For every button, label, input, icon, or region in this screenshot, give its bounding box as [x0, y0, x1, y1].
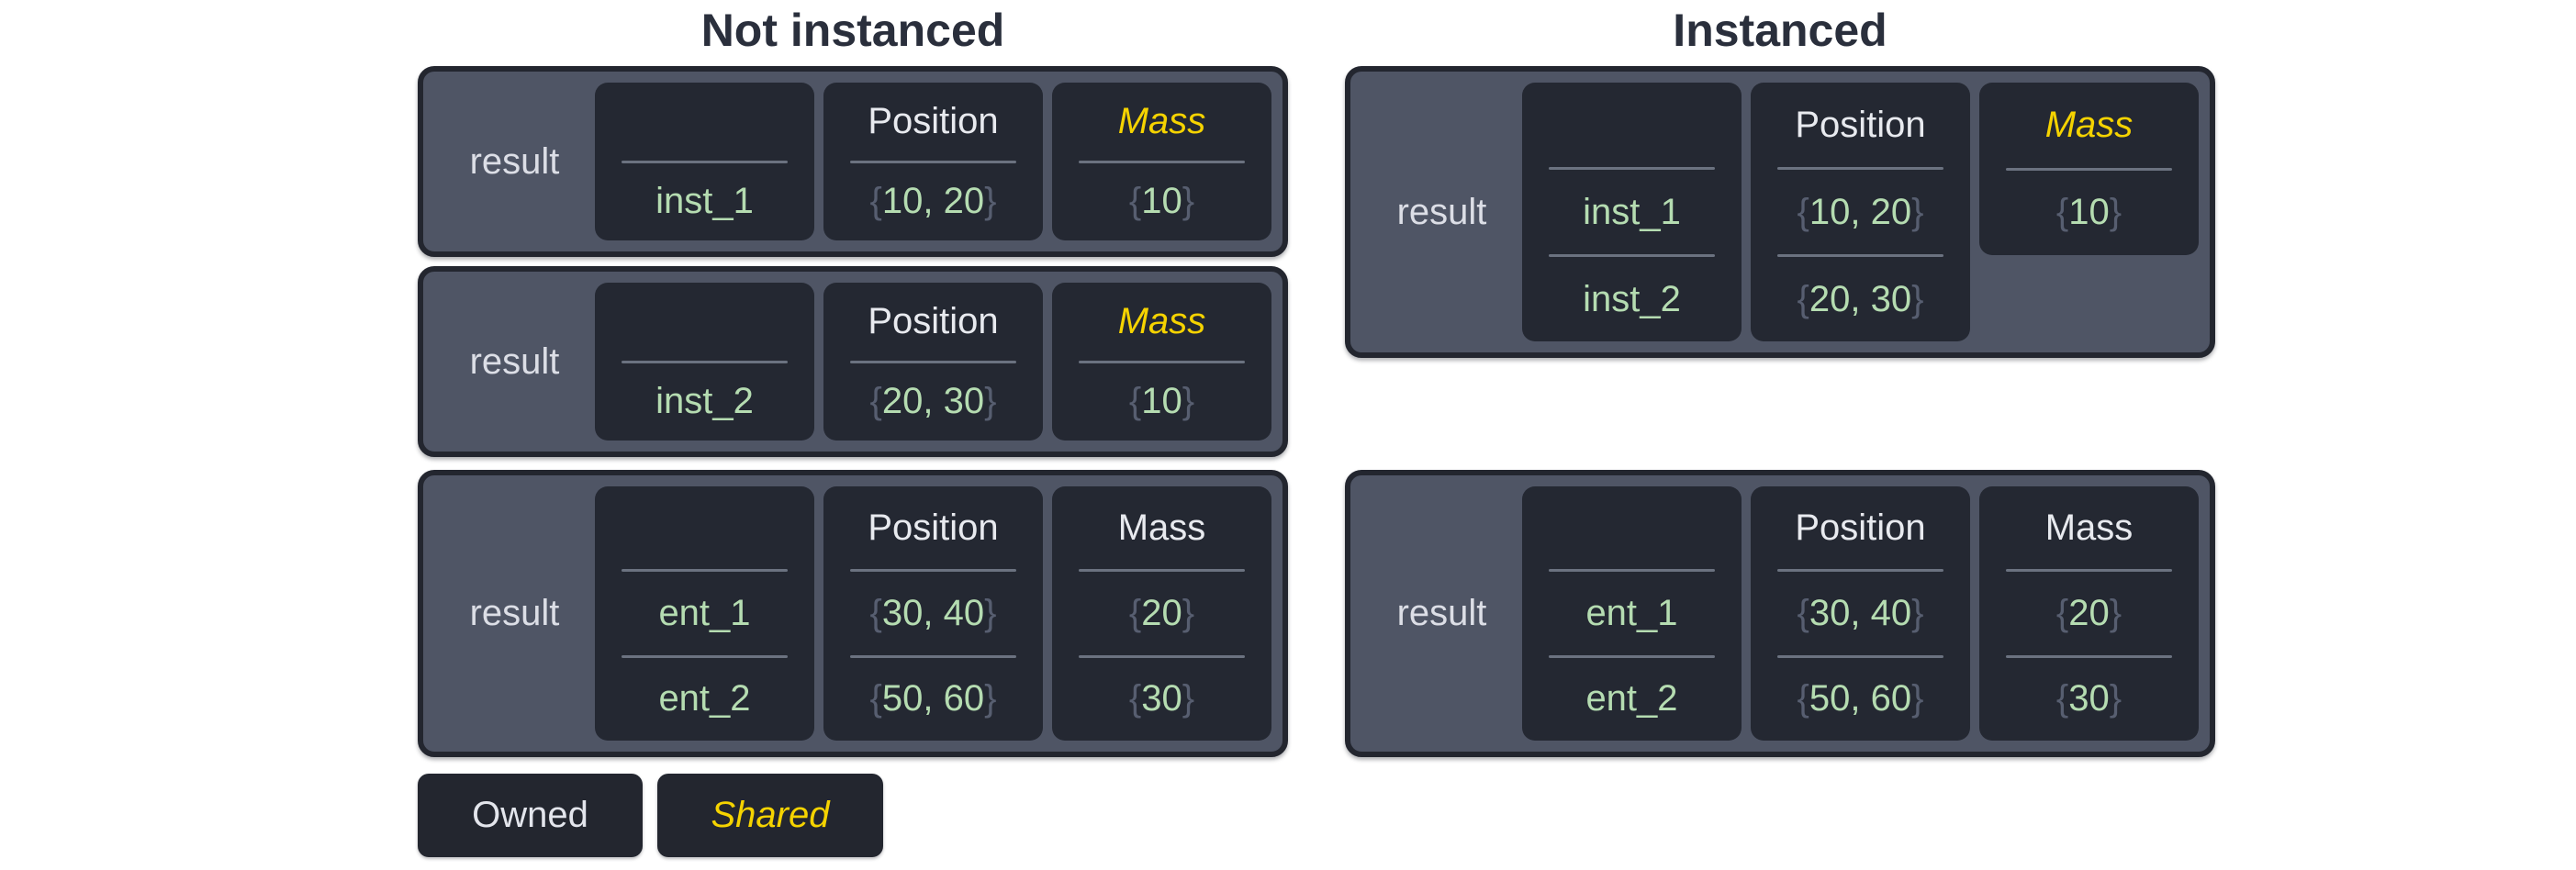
column-header [595, 486, 814, 569]
entity-id-column: ent_1 ent_2 [595, 486, 814, 741]
component-column-mass: Mass {10} [1052, 283, 1271, 441]
divider-line [1078, 569, 1246, 573]
column-header [595, 283, 814, 361]
column-header: Position [868, 300, 999, 341]
divider-line [1776, 167, 1944, 170]
divider-line [849, 654, 1017, 658]
column-header: Mass [2044, 507, 2134, 548]
cell-value: ent_1 [1585, 592, 1678, 633]
column-header: Position [868, 100, 999, 141]
component-column-position: Position {10, 20} {20, 30} [1751, 83, 1970, 341]
divider-line [2005, 654, 2173, 658]
cell-value: {10, 20} [869, 181, 997, 222]
section-title-not-instanced: Not instanced [700, 5, 1005, 56]
cell-value: {20, 30} [1797, 278, 1924, 319]
cell-value: {50, 60} [869, 678, 997, 719]
divider-line [621, 160, 789, 163]
divider-line [2005, 167, 2173, 171]
cell-value: {30} [2055, 678, 2122, 719]
cell-value: {20} [2055, 592, 2122, 633]
divider-line [1776, 569, 1944, 573]
divider-line [2005, 569, 2173, 573]
table-row-label: result [469, 140, 560, 182]
table-row-label: result [1396, 191, 1487, 232]
cell-value: {10} [1128, 381, 1195, 422]
entity-id-column: inst_2 [595, 283, 814, 441]
cell-value: ent_2 [1585, 678, 1678, 719]
cell-value: inst_2 [655, 381, 754, 422]
legend-chip-shared: Shared [657, 774, 883, 857]
result-table: result inst_1 inst_2 Position {10, 20} {20, 3… [1345, 66, 2215, 358]
column-header: Mass [1117, 300, 1206, 341]
column-header: Position [1795, 507, 1926, 548]
divider-line [1548, 167, 1716, 170]
cell-value: {30} [1128, 678, 1195, 719]
column-header [1522, 486, 1742, 569]
cell-value: {20, 30} [869, 381, 997, 422]
divider-line [1078, 654, 1246, 658]
divider-line [1078, 360, 1246, 363]
divider-line [621, 360, 789, 363]
divider-line [849, 360, 1017, 363]
column-header: Mass [2044, 104, 2134, 145]
cell-value: {10} [1128, 181, 1195, 222]
component-column-mass: Mass {10} [1052, 83, 1271, 240]
cell-value: {10} [2055, 192, 2122, 233]
divider-line [621, 654, 789, 658]
component-column-position: Position {30, 40} {50, 60} [1751, 486, 1970, 741]
divider-line [849, 569, 1017, 573]
column-header [1522, 83, 1742, 167]
cell-value: inst_2 [1583, 278, 1681, 319]
table-columns: inst_2 Position {20, 30} Mass {10} [595, 283, 1271, 441]
divider-line [1776, 654, 1944, 658]
component-column-position: Position {20, 30} [823, 283, 1043, 441]
divider-line [1548, 569, 1716, 573]
cell-value: ent_1 [658, 592, 751, 633]
divider-line [849, 160, 1017, 163]
divider-line [1078, 160, 1246, 163]
component-column-position: Position {30, 40} {50, 60} [823, 486, 1043, 741]
section-title-instanced: Instanced [1673, 5, 1887, 56]
column-header: Position [1795, 104, 1926, 145]
table-columns: ent_1 ent_2 Position {30, 40} {50, 60} Mass {2… [1522, 486, 2199, 741]
legend-chip-owned: Owned [418, 774, 643, 857]
table-columns: inst_1 Position {10, 20} Mass {10} [595, 83, 1271, 240]
result-table: result inst_1 Position {10, 20} Mass {10} [418, 66, 1288, 257]
result-table: result ent_1 ent_2 Position {30, 40} {50, 60}… [418, 470, 1288, 757]
divider-line [1776, 254, 1944, 257]
entity-id-column: ent_1 ent_2 [1522, 486, 1742, 741]
component-column-mass: Mass {20} {30} [1979, 486, 2199, 741]
table-row-label: result [1396, 593, 1487, 633]
column-header: Mass [1117, 507, 1206, 548]
cell-value: inst_1 [655, 181, 754, 222]
cell-value: ent_2 [658, 678, 751, 719]
cell-value: {30, 40} [869, 592, 997, 633]
entity-id-column: inst_1 inst_2 [1522, 83, 1742, 341]
cell-value: {20} [1128, 592, 1195, 633]
column-header: Mass [1117, 100, 1206, 141]
table-columns: inst_1 inst_2 Position {10, 20} {20, 30} Mass… [1522, 83, 2199, 341]
result-table: result ent_1 ent_2 Position {30, 40} {50, 60}… [1345, 470, 2215, 757]
component-column-mass: Mass {10} [1979, 83, 2199, 255]
column-header [595, 83, 814, 161]
table-row-label: result [469, 593, 560, 633]
entity-id-column: inst_1 [595, 83, 814, 240]
result-table: result inst_2 Position {20, 30} Mass {10} [418, 266, 1288, 457]
divider-line [1548, 254, 1716, 257]
column-header: Position [868, 507, 999, 548]
cell-value: {30, 40} [1797, 592, 1924, 633]
divider-line [621, 569, 789, 573]
component-column-position: Position {10, 20} [823, 83, 1043, 240]
cell-value: {10, 20} [1797, 191, 1924, 232]
divider-line [1548, 654, 1716, 658]
cell-value: {50, 60} [1797, 678, 1924, 719]
component-column-mass: Mass {20} {30} [1052, 486, 1271, 741]
table-row-label: result [469, 340, 560, 382]
table-columns: ent_1 ent_2 Position {30, 40} {50, 60} Mass {2… [595, 486, 1271, 741]
cell-value: inst_1 [1583, 191, 1681, 232]
